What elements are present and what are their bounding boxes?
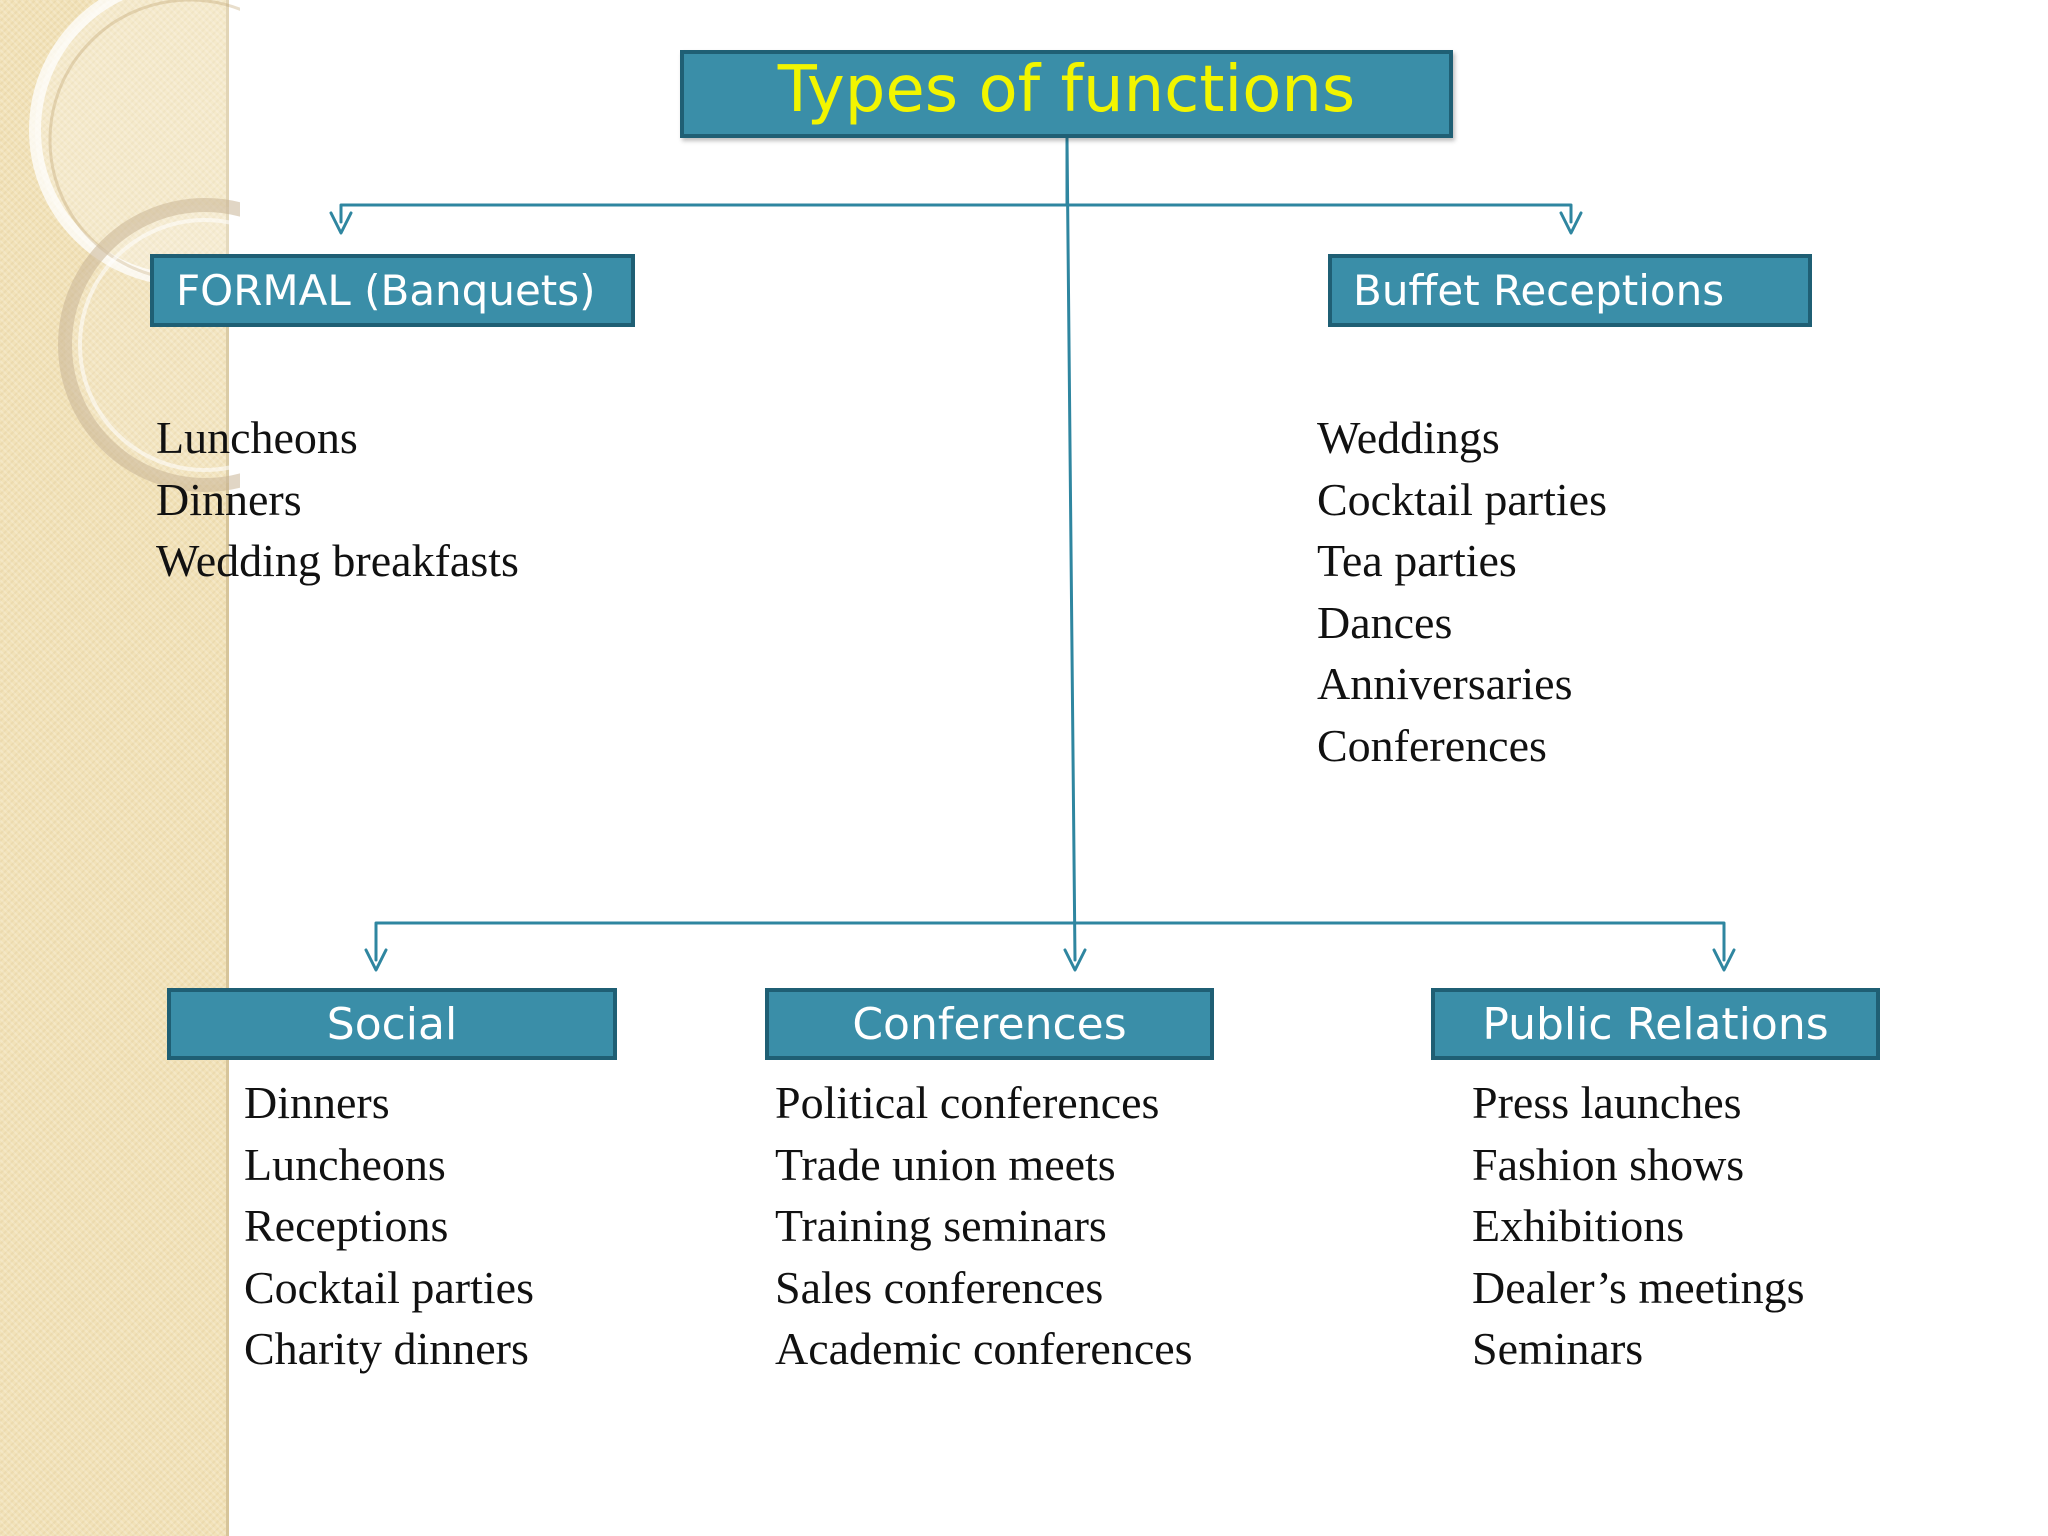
arrowhead-formal [329, 211, 353, 235]
list-item: Sales conferences [775, 1261, 1104, 1313]
list-item: Cocktail parties [244, 1261, 534, 1313]
buffet-items-list: Weddings Cocktail parties Tea parties Da… [1317, 407, 1607, 776]
list-item: Wedding breakfasts [156, 535, 519, 586]
list-item: Exhibitions [1472, 1200, 1685, 1251]
list-item: Seminars [1472, 1323, 1644, 1374]
social-items-list: Dinners Luncheons Receptions Cocktail pa… [244, 1072, 534, 1380]
category-label-social: Social [326, 998, 458, 1050]
diagram-title: Types of functions [777, 53, 1356, 127]
list-item: Political conferences [775, 1077, 1160, 1128]
category-label-buffet: Buffet Receptions [1353, 266, 1725, 315]
category-label-conferences: Conferences [852, 998, 1127, 1050]
arrowhead-public-relations [1712, 948, 1736, 972]
category-box-social: Social [167, 988, 617, 1060]
lower-branch-connector [374, 921, 1726, 962]
list-item: Anniversaries [1317, 658, 1573, 709]
list-item: Cocktail parties [1317, 473, 1607, 525]
category-box-formal: FORMAL (Banquets) [150, 254, 635, 327]
list-item: Fashion shows [1472, 1138, 1745, 1190]
arrowhead-conferences [1063, 948, 1087, 972]
list-item: Conferences [1317, 719, 1547, 771]
category-box-conferences: Conferences [765, 988, 1214, 1060]
list-item: Dinners [244, 1077, 390, 1128]
formal-items-list: Luncheons Dinners Wedding breakfasts [156, 407, 519, 592]
list-item: Charity dinners [244, 1323, 529, 1374]
list-item: Dealer’s meetings [1472, 1261, 1805, 1313]
category-label-formal: FORMAL (Banquets) [176, 266, 596, 315]
upper-branch-connector [339, 203, 1573, 224]
list-item: Press launches [1472, 1077, 1742, 1128]
list-item: Trade union meets [775, 1138, 1116, 1190]
category-box-buffet: Buffet Receptions [1328, 254, 1812, 327]
list-item: Dinners [156, 473, 302, 525]
arrowhead-social [364, 948, 388, 972]
arrowhead-buffet [1559, 211, 1583, 235]
list-item: Receptions [244, 1200, 449, 1251]
down-trunk-connector [1065, 136, 1077, 962]
category-label-public-relations: Public Relations [1482, 998, 1829, 1050]
list-item: Tea parties [1317, 535, 1517, 586]
conferences-items-list: Political conferences Trade union meets … [775, 1072, 1193, 1380]
list-item: Luncheons [244, 1138, 446, 1190]
list-item: Training seminars [775, 1200, 1107, 1251]
title-box: Types of functions [680, 50, 1453, 138]
public-relations-items-list: Press launches Fashion shows Exhibitions… [1472, 1072, 1805, 1380]
list-item: Academic conferences [775, 1323, 1193, 1374]
list-item: Dances [1317, 596, 1453, 648]
category-box-public-relations: Public Relations [1431, 988, 1880, 1060]
list-item: Weddings [1317, 412, 1500, 463]
list-item: Luncheons [156, 412, 358, 463]
